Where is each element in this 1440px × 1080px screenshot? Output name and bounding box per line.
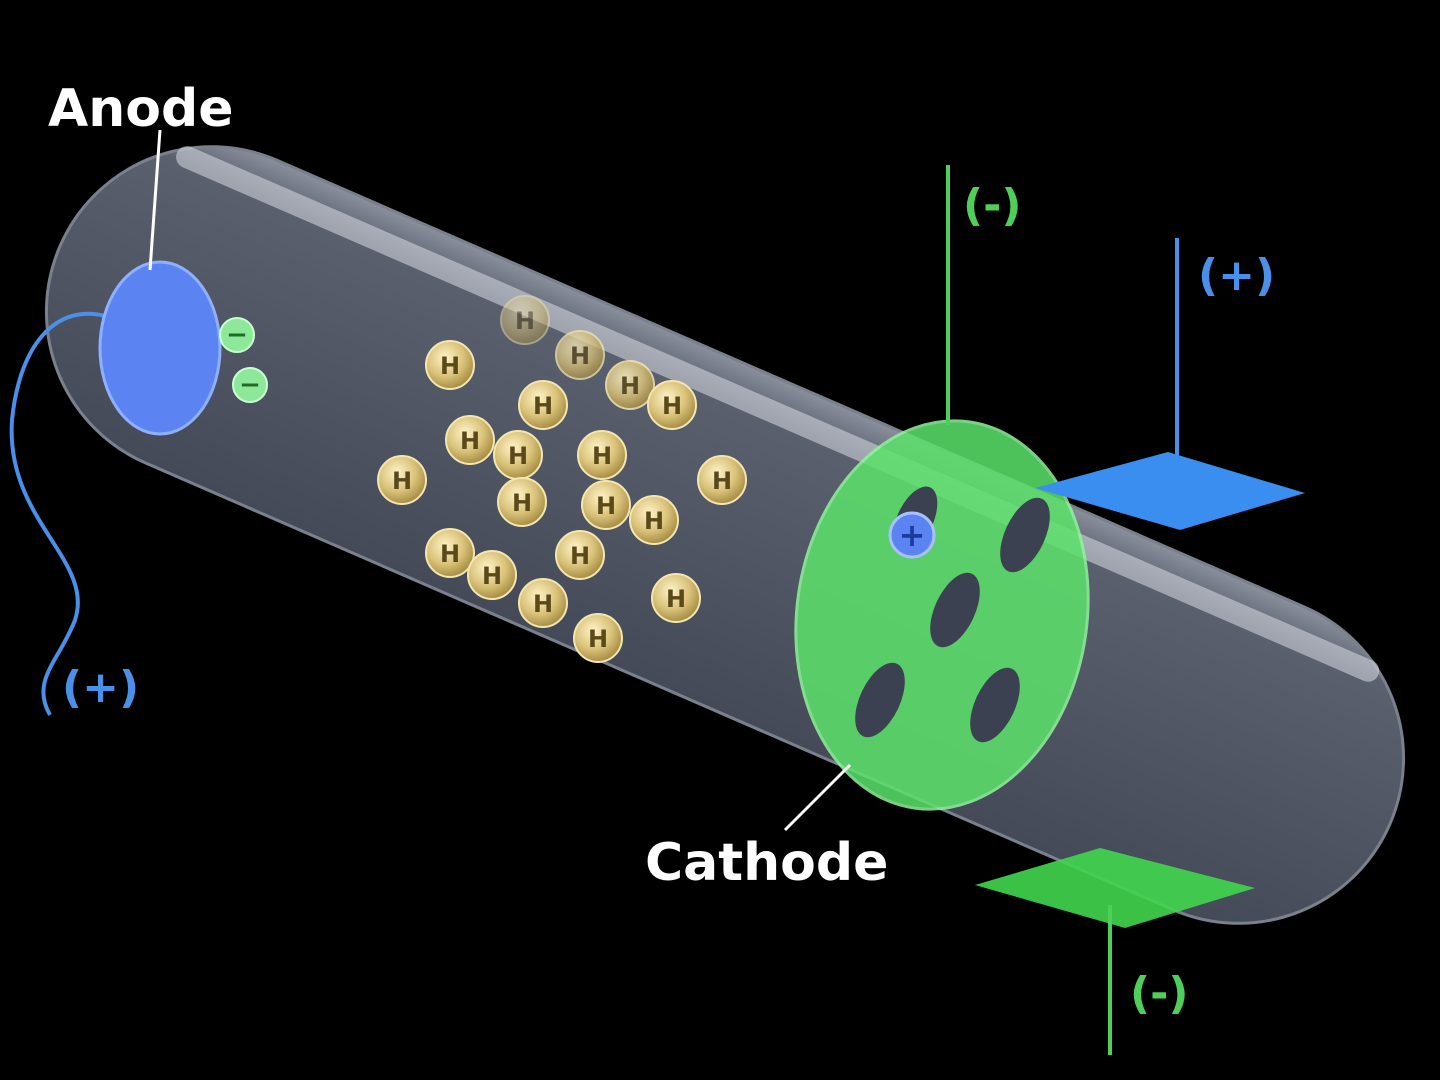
hydrogen-symbol: H <box>533 392 553 420</box>
hydrogen-symbol: H <box>588 625 608 653</box>
hydrogen-atom: H <box>605 360 655 410</box>
cathode-hole <box>970 667 1020 743</box>
hydrogen-atom: H <box>555 330 605 380</box>
anode-disc <box>98 260 222 436</box>
cathode-hole <box>930 572 980 648</box>
hydrogen-atom: H <box>493 430 543 480</box>
hydrogen-atom: H <box>647 380 697 430</box>
hydrogen-symbol: H <box>508 442 528 470</box>
hydrogen-atom: H <box>518 578 568 628</box>
hydrogen-symbol: H <box>666 585 686 613</box>
hydrogen-symbol: H <box>644 507 664 535</box>
top-blue-terminal-label: (+) <box>1198 250 1275 301</box>
hydrogen-symbol: H <box>570 542 590 570</box>
hydrogen-atom: H <box>467 550 517 600</box>
hydrogen-atom: H <box>518 380 568 430</box>
hydrogen-atom: H <box>581 480 631 530</box>
hydrogen-symbol: H <box>515 307 535 335</box>
hydrogen-atom: H <box>629 495 679 545</box>
top-green-terminal-label: (-) <box>963 180 1021 231</box>
cathode-pointer-line <box>783 763 852 832</box>
hydrogen-symbol: H <box>596 492 616 520</box>
hydrogen-symbol: H <box>533 590 553 618</box>
hydrogen-symbol: H <box>512 489 532 517</box>
anode-wire-terminal-label: (+) <box>62 662 139 713</box>
hydrogen-atom: H <box>651 573 701 623</box>
positive-ion: + <box>888 511 936 559</box>
anode-label: Anode <box>48 79 233 139</box>
hydrogen-atom: H <box>377 455 427 505</box>
hydrogen-symbol: H <box>620 372 640 400</box>
hydrogen-symbol: H <box>712 467 732 495</box>
anode-wire <box>9 311 113 716</box>
hydrogen-symbol: H <box>392 467 412 495</box>
green-deflection-plate <box>975 848 1255 928</box>
blue-deflection-plate <box>1035 452 1305 530</box>
electron-symbol: − <box>226 320 248 350</box>
hydrogen-atom: H <box>555 530 605 580</box>
hydrogen-symbol: H <box>460 427 480 455</box>
hydrogen-symbol: H <box>662 392 682 420</box>
hydrogen-atom: H <box>445 415 495 465</box>
hydrogen-symbol: H <box>440 540 460 568</box>
hydrogen-symbol: H <box>440 352 460 380</box>
hydrogen-symbol: H <box>592 442 612 470</box>
bottom-green-terminal-label: (-) <box>1130 968 1188 1019</box>
hydrogen-atom: H <box>497 477 547 527</box>
hydrogen-atom: H <box>425 528 475 578</box>
hydrogen-atom: H <box>573 613 623 663</box>
hydrogen-atom: H <box>577 430 627 480</box>
positive-ion-symbol: + <box>899 516 926 554</box>
cathode-hole <box>1000 497 1050 573</box>
hydrogen-atom: H <box>500 295 550 345</box>
hydrogen-atom: H <box>425 340 475 390</box>
hydrogen-atom: H <box>697 455 747 505</box>
cathode-label: Cathode <box>645 833 888 893</box>
electron: − <box>232 367 268 403</box>
electron: − <box>219 317 255 353</box>
electron-symbol: − <box>239 370 261 400</box>
anode-pointer-line <box>148 129 162 271</box>
hydrogen-symbol: H <box>482 562 502 590</box>
hydrogen-symbol: H <box>570 342 590 370</box>
cathode-hole <box>855 662 905 738</box>
